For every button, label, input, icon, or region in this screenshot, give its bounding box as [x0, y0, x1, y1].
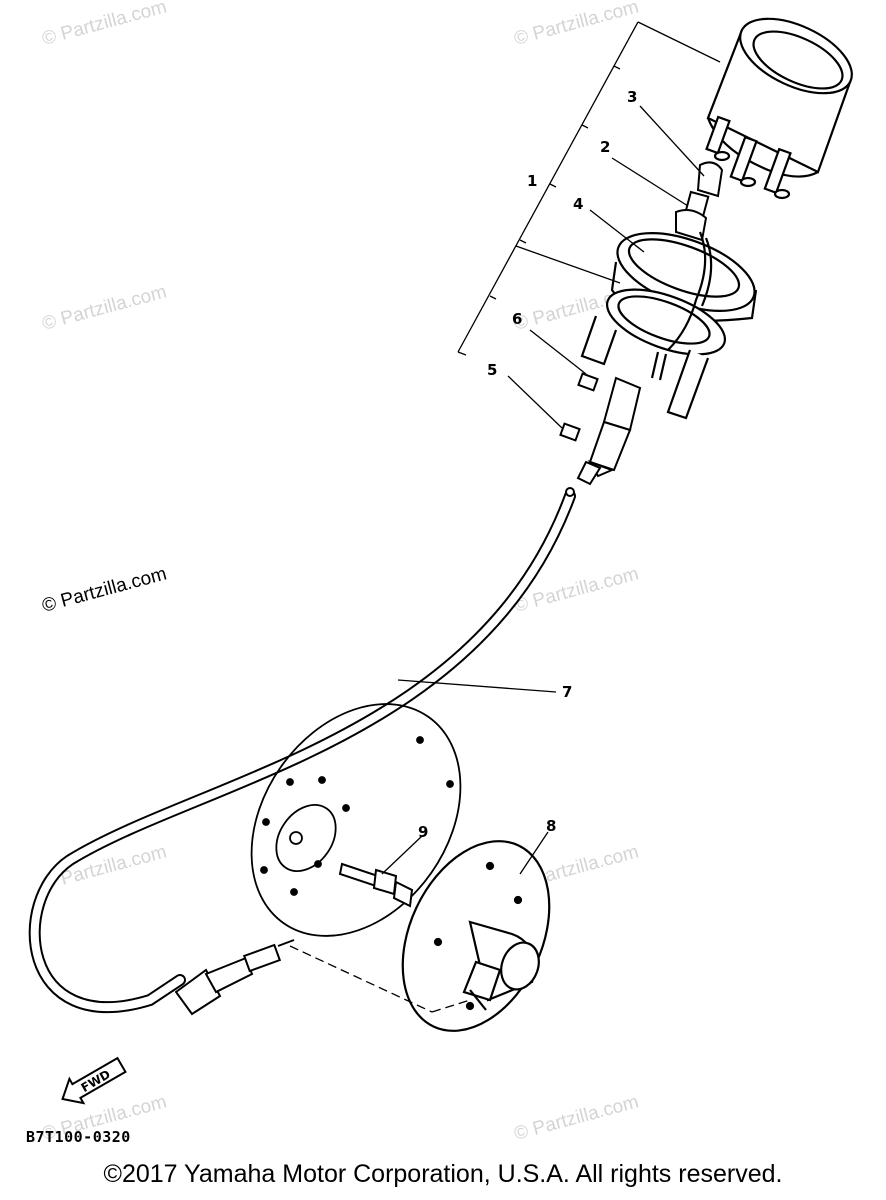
- watermark: © Partzilla.com: [40, 563, 169, 616]
- watermark: © Partzilla.com: [40, 0, 169, 50]
- bulb-and-socket: [675, 161, 724, 242]
- callout-7: 7: [562, 683, 572, 701]
- cable-lower-fitting: [174, 939, 295, 1016]
- speedometer-gear-unit: [401, 840, 551, 1032]
- callout-4: 4: [573, 195, 583, 213]
- cushion-ring-and-bracket: [580, 231, 758, 420]
- assembly-bracket: [457, 21, 721, 356]
- watermarks: © Partzilla.com © Partzilla.com © Partzi…: [40, 0, 641, 1145]
- wheel-hub: [250, 703, 462, 937]
- watermark: © Partzilla.com: [512, 1091, 641, 1144]
- speedometer-head: [705, 17, 853, 200]
- fwd-arrow: FWD: [61, 1056, 127, 1105]
- diagram-code: B7T100-0320: [26, 1128, 131, 1146]
- callout-9: 9: [418, 823, 428, 841]
- leader-lines: [381, 105, 705, 875]
- copyright-notice: ©2017 Yamaha Motor Corporation, U.S.A. A…: [103, 1160, 783, 1188]
- callout-6: 6: [512, 310, 522, 328]
- callout-3: 3: [627, 88, 637, 106]
- callout-1: 1: [527, 172, 537, 190]
- callout-5: 5: [487, 361, 497, 379]
- watermark: © Partzilla.com: [512, 0, 641, 50]
- callout-8: 8: [546, 817, 556, 835]
- callouts: 1 2 3 4 5 6 7 8 9: [418, 88, 637, 841]
- nuts: [559, 372, 599, 442]
- cable-upper-fitting: [576, 376, 642, 486]
- watermark: © Partzilla.com: [40, 281, 169, 334]
- speedometer-cable: [28, 487, 576, 1013]
- drive-shaft: [338, 862, 414, 908]
- alignment-lines: [289, 945, 471, 1013]
- callout-2: 2: [600, 138, 610, 156]
